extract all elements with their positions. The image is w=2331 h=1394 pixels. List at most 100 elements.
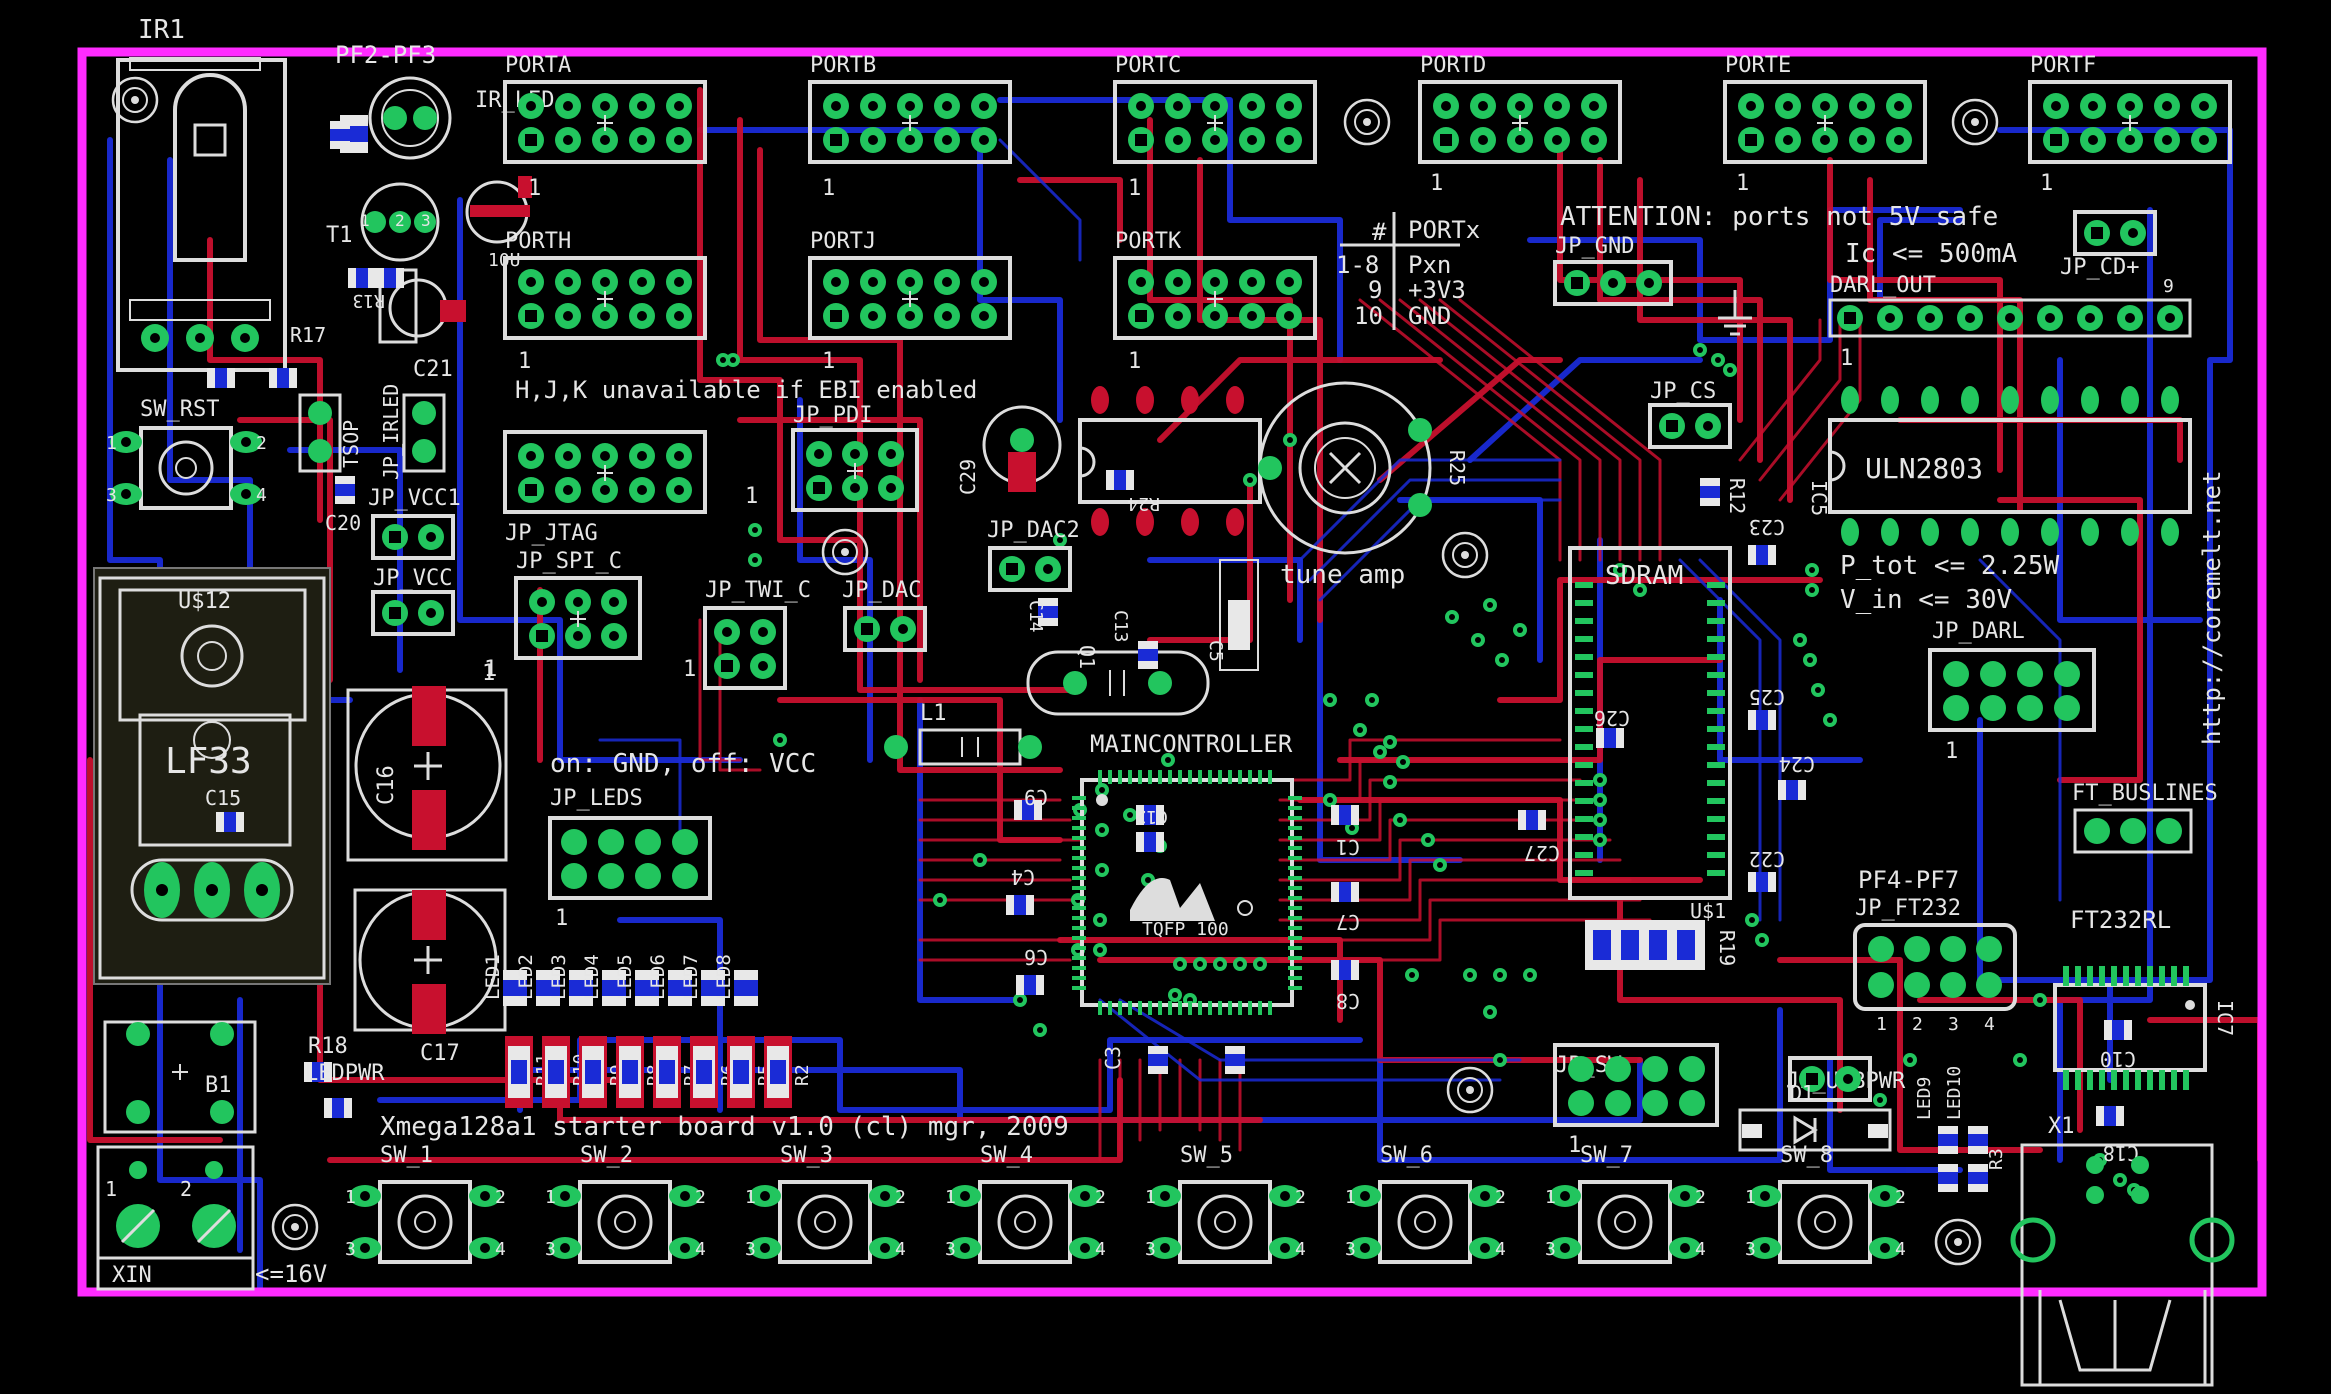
c7-label: C7 (1336, 910, 1360, 934)
switch-1[interactable] (343, 1180, 508, 1264)
port-header-f[interactable] (2028, 80, 2232, 164)
capacitor-c29 (982, 405, 1062, 492)
switch-7[interactable] (1543, 1180, 1708, 1264)
opamp-dip8 (1078, 386, 1262, 536)
c17-label: C17 (420, 1041, 460, 1066)
port-header-b[interactable] (808, 80, 1012, 164)
jp-dac-label: JP_DAC (842, 578, 921, 603)
c26-label: C26 (1594, 706, 1630, 730)
usb-connector-x1[interactable] (2010, 1143, 2235, 1387)
attention-note: ATTENTION: ports not 5V safe (1560, 202, 1998, 232)
portb-pin1: 1 (822, 176, 835, 201)
jp-ft232-pin4: 4 (1984, 1014, 1995, 1035)
jp-twi-c-header[interactable] (703, 606, 787, 690)
c25-label: C25 (1749, 685, 1785, 709)
c24-label: C24 (1779, 752, 1815, 776)
transistor-small (1219, 559, 1259, 671)
r25-label: R25 (1445, 450, 1469, 486)
v-in-note: V_in <= 30V (1840, 585, 2012, 615)
port-table-r3a: 10 (1354, 302, 1383, 330)
c15-label: C15 (205, 786, 241, 810)
ir-receiver (116, 57, 287, 372)
jp-ft232-pin1: 1 (1876, 1014, 1887, 1035)
jp-cs-header[interactable] (1648, 403, 1732, 449)
switch-2[interactable] (543, 1180, 708, 1264)
jp-sw-header[interactable] (1553, 1043, 1719, 1127)
port-header-a[interactable] (503, 80, 707, 164)
jp-vcc-header[interactable] (371, 590, 455, 636)
jp-vcc1-header[interactable] (371, 514, 455, 560)
switch-4[interactable] (943, 1180, 1108, 1264)
tqfp-label: TQFP 100 (1142, 919, 1229, 940)
vmax-label: <=16V (255, 1260, 327, 1288)
port-header-c[interactable] (1113, 80, 1317, 164)
c27-label: C27 (1524, 841, 1560, 865)
led-label: LED1 (482, 954, 504, 1000)
jp-vcc-label: JP_VCC (373, 566, 452, 591)
led-label: LED2 (515, 954, 537, 1000)
tsop-header[interactable] (298, 393, 342, 473)
jp-vcc1-label: JP_VCC1 (368, 486, 461, 511)
resistor-r7: R7 (653, 1036, 702, 1108)
jp-cd-header[interactable] (2073, 210, 2157, 256)
inductor-l1 (884, 728, 1042, 766)
switch-6[interactable] (1343, 1180, 1508, 1264)
led-label: LED6 (647, 954, 669, 1000)
jp-leds-header[interactable] (548, 816, 712, 900)
jp-ft232-header[interactable] (1853, 923, 2017, 1011)
resistor-r8: R8 (616, 1036, 665, 1108)
c9-label: C9 (1024, 785, 1048, 809)
jp-ft232-pin3: 3 (1948, 1014, 1959, 1035)
xin-connector[interactable] (96, 1145, 255, 1291)
jp-sw-pin1: 1 (1568, 1133, 1581, 1158)
r18-label: R18 (308, 1034, 348, 1059)
led-1: LED1 (482, 954, 527, 1006)
resistor-row: R11R10R9R8R7R6R5R2 (505, 1036, 813, 1108)
main-controller-tqfp100 (1072, 770, 1302, 1015)
led-label: LED3 (548, 954, 570, 1000)
port-header-h[interactable] (503, 256, 707, 340)
c5-label: C5 (1205, 640, 1226, 662)
port-table-r2b: +3V3 (1408, 276, 1466, 304)
reset-switch[interactable] (104, 426, 269, 510)
maincontroller-label: MAINCONTROLLER (1090, 730, 1293, 758)
led-5: LED5 (614, 954, 659, 1006)
c8-label: C8 (1336, 989, 1360, 1013)
port-header-d[interactable] (1418, 80, 1622, 164)
u1-label: U$1 (1690, 899, 1726, 923)
switch-label: SW_3 (780, 1143, 833, 1168)
darl-out-header[interactable] (1828, 298, 2192, 338)
trimmer-pot-r25[interactable] (1258, 381, 1432, 555)
t1-label: T1 (326, 223, 353, 248)
ft232rl-label: FT232RL (2070, 906, 2171, 934)
portd-pin1: 1 (1430, 171, 1443, 196)
switch-label: SW_6 (1380, 1143, 1433, 1168)
port-pinout-table: # PORTx 1-8 Pxn 9 +3V3 10 GND (1336, 212, 1480, 330)
porte-pin1: 1 (1736, 171, 1749, 196)
switch-5[interactable] (1143, 1180, 1308, 1264)
xin-pin2: 2 (180, 1177, 192, 1201)
sdram-chip (1568, 546, 1732, 900)
c29-label: C29 (956, 459, 980, 495)
jp-darl-header[interactable] (1928, 648, 2096, 732)
port-header-e[interactable] (1723, 80, 1927, 164)
led-label: LED4 (581, 954, 603, 1000)
led-label: LED7 (680, 954, 702, 1000)
ic-max-note: Ic <= 500mA (1845, 239, 2018, 269)
jp-spi-c-label: JP_SPI_C (516, 549, 622, 574)
ft-buslines-header[interactable] (2073, 808, 2193, 854)
switch-label: SW_8 (1780, 1143, 1833, 1168)
portk-pin1: 1 (1128, 349, 1141, 374)
switch-3[interactable] (743, 1180, 908, 1264)
capacitor-c16 (346, 686, 508, 862)
c16-label: C16 (374, 765, 399, 805)
mounting-hole-icon (111, 76, 1999, 1266)
ir-led (340, 76, 452, 160)
jp-jtag-header[interactable] (503, 430, 707, 514)
voltage-regulator-lf33 (93, 567, 331, 985)
jp-irled-header[interactable] (402, 393, 446, 473)
led10-label: LED10 (1944, 1066, 1965, 1120)
switch-8[interactable] (1743, 1180, 1908, 1264)
jp-jtag-label: JP_JTAG (505, 521, 598, 546)
jp-dac2-header[interactable] (988, 546, 1072, 592)
